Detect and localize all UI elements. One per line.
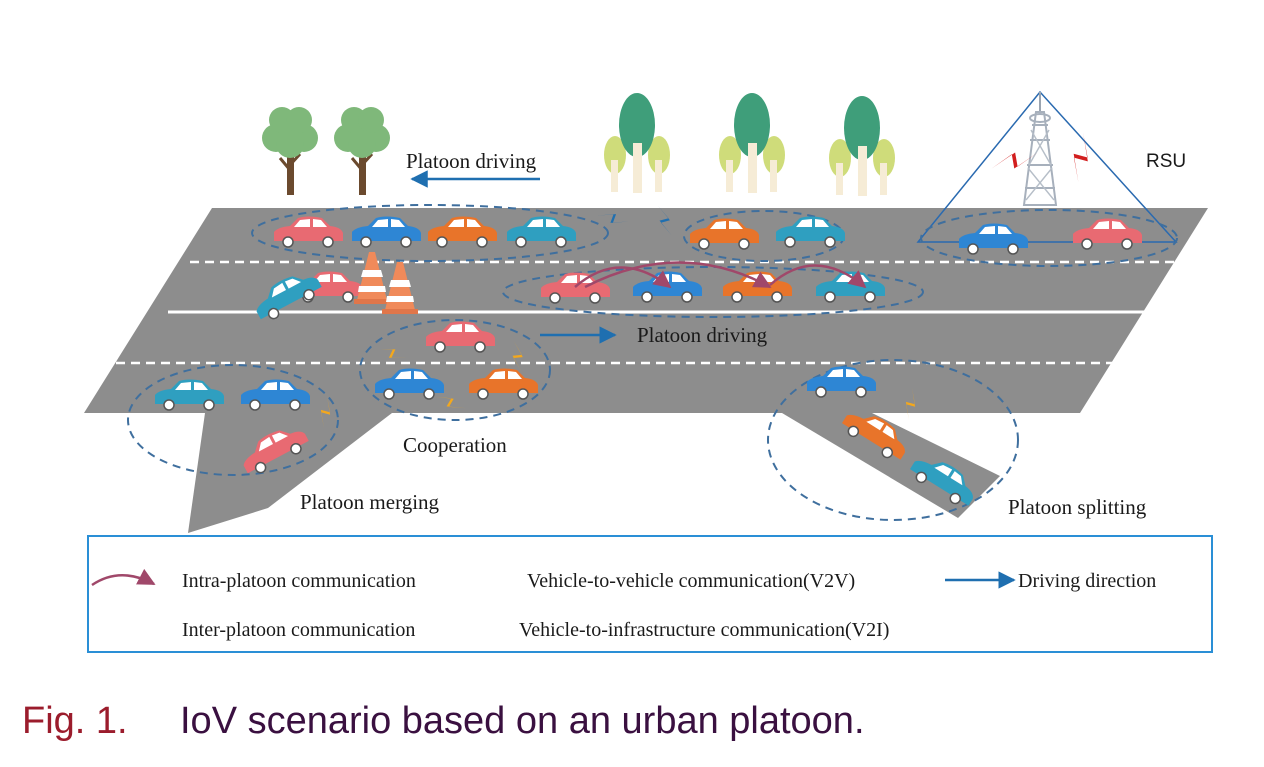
car-icon bbox=[426, 321, 495, 353]
lightning-icon bbox=[657, 205, 672, 236]
car-icon bbox=[1073, 218, 1142, 250]
legend-v2v-label: Vehicle-to-vehicle communication(V2V) bbox=[527, 570, 855, 592]
lightning-icon bbox=[376, 349, 408, 358]
platoon-ellipse bbox=[767, 359, 1019, 521]
label-platoon-splitting: Platoon splitting bbox=[1008, 495, 1147, 519]
lightning-icon bbox=[905, 388, 916, 421]
traffic-cones bbox=[354, 252, 418, 314]
lightning-icon bbox=[320, 396, 331, 429]
car-icon bbox=[155, 379, 224, 411]
poplar-tree-group-icon bbox=[604, 93, 670, 193]
car-icon bbox=[541, 272, 610, 304]
road bbox=[84, 208, 1208, 533]
legend-intra-label: Intra-platoon communication bbox=[182, 570, 416, 592]
legend-inter-label: Inter-platoon communication bbox=[182, 619, 415, 641]
lightning-icon bbox=[512, 340, 523, 373]
lightning-icon bbox=[597, 214, 630, 223]
car-icon bbox=[243, 430, 309, 474]
intra-platoon-arcs bbox=[574, 261, 867, 289]
intra-arc-icon bbox=[91, 568, 156, 587]
trees bbox=[262, 93, 895, 196]
car-icon bbox=[256, 276, 322, 320]
platoon-ellipse bbox=[502, 266, 924, 318]
caption-text: IoV scenario based on an urban platoon. bbox=[180, 700, 865, 742]
car-icon bbox=[274, 216, 343, 248]
label-platoon-merging: Platoon merging bbox=[300, 490, 440, 514]
figure-caption: Fig. 1. IoV scenario based on an urban pl… bbox=[22, 700, 865, 743]
caption-number: Fig. 1. bbox=[22, 700, 128, 742]
lightning-icon bbox=[1073, 132, 1088, 183]
label-cooperation: Cooperation bbox=[403, 433, 507, 457]
driving-arrows bbox=[410, 170, 617, 344]
lightning-icon bbox=[434, 396, 466, 409]
car-icon bbox=[807, 366, 876, 398]
car-icon bbox=[352, 216, 421, 248]
label-rsu: RSU bbox=[1146, 151, 1186, 172]
deciduous-tree-icon bbox=[262, 107, 318, 195]
label-platoon-driving-top: Platoon driving bbox=[406, 149, 537, 173]
splitting-ramp bbox=[782, 413, 1000, 518]
car-icon bbox=[375, 368, 444, 400]
merging-ramp bbox=[188, 413, 392, 533]
car-icon bbox=[690, 218, 759, 250]
label-platoon-driving-mid: Platoon driving bbox=[637, 323, 768, 347]
car-icon bbox=[428, 216, 497, 248]
legend-box bbox=[87, 535, 1213, 653]
platoon-ellipse bbox=[359, 319, 551, 421]
lightning-icon bbox=[991, 152, 1039, 169]
platoon-ellipse bbox=[127, 364, 339, 476]
car-icon bbox=[241, 379, 310, 411]
car-icon bbox=[507, 216, 576, 248]
car-icon bbox=[841, 414, 905, 460]
car-icon bbox=[909, 460, 973, 506]
legend-v2i-label: Vehicle-to-infrastructure communication(… bbox=[519, 619, 889, 641]
legend-driving-label: Driving direction bbox=[1018, 570, 1156, 592]
car-icon bbox=[469, 368, 538, 400]
car-icon bbox=[776, 216, 845, 248]
car-icon bbox=[959, 223, 1028, 255]
rsu-tower-icon bbox=[916, 90, 1178, 243]
poplar-tree-group-icon bbox=[719, 93, 785, 193]
platoon-ellipse bbox=[251, 204, 609, 262]
poplar-tree-group-icon bbox=[829, 96, 895, 196]
traffic-cone-icon bbox=[354, 252, 390, 304]
platoon-ellipse bbox=[920, 209, 1178, 267]
platoon-ellipses bbox=[127, 204, 1178, 521]
legend: Intra-platoon communication Vehicle-to-v… bbox=[87, 535, 1213, 653]
deciduous-tree-icon bbox=[334, 107, 390, 195]
traffic-cone-icon bbox=[382, 262, 418, 314]
iov-platoon-diagram: Platoon driving Platoon driving Cooperat… bbox=[84, 90, 1213, 653]
